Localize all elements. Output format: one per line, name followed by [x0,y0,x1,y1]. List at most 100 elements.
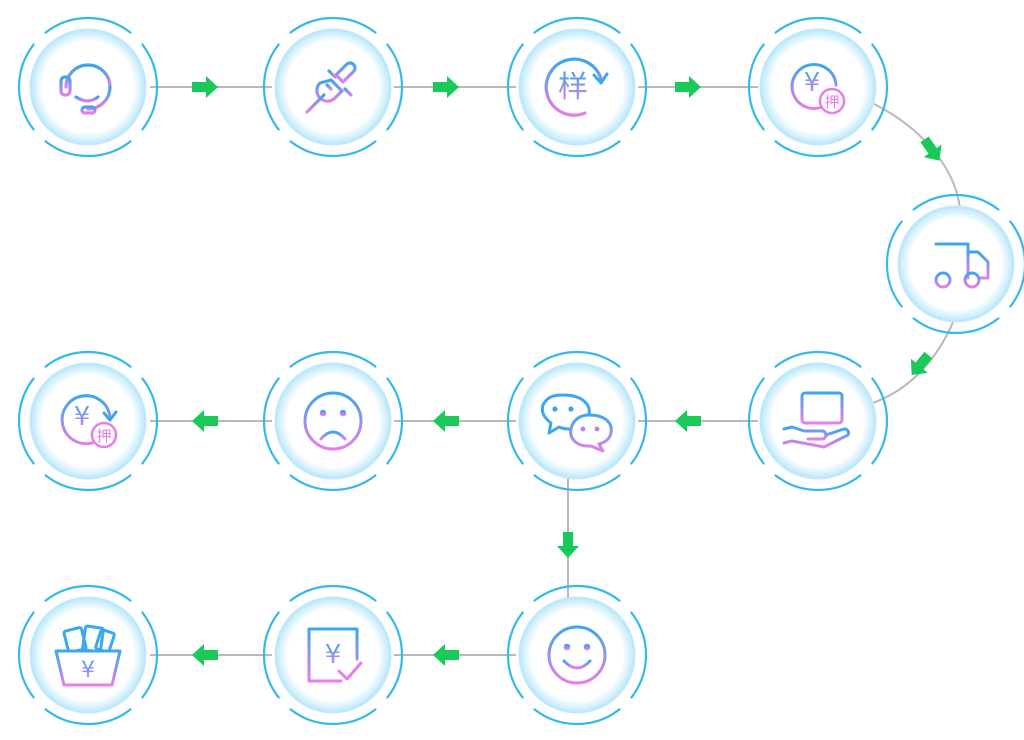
ring-arc-bottom [44,708,132,726]
node-circle [897,205,1015,323]
node-circle [759,362,877,480]
ring-arc-bottom [289,140,377,158]
node-ring [747,350,889,492]
ring-arc-top [912,193,1000,211]
ring-arc-top [774,350,862,368]
ring-arc-bottom [912,317,1000,335]
bill-check-icon: ¥ [307,627,363,683]
ring-arc-right [630,377,648,465]
chat-icon [540,393,613,453]
ring-arc-right [630,611,648,699]
deposit-glyph: 押 [96,427,111,445]
node-ring [262,584,404,726]
ring-arc-bottom [533,708,621,726]
ring-arc-left [262,611,280,699]
ring-arc-right [1009,220,1024,308]
arrow-right [433,76,459,98]
arrow-left [192,644,218,666]
ring-arc-top [44,350,132,368]
ring-arc-left [506,377,524,465]
ring-arc-top [44,16,132,34]
connector-curve [867,100,961,209]
arrow-down-right [920,136,942,161]
sad-face-icon [303,391,363,451]
node-circle [274,362,392,480]
truck-icon [918,242,990,289]
ring-arc-right [386,611,404,699]
node-ring [262,350,404,492]
ring-arc-right [871,43,889,131]
headset-icon [59,63,112,115]
ring-arc-right [386,43,404,131]
ring-arc-bottom [533,474,621,492]
currency-glyph: ¥ [81,658,95,683]
ring-arc-top [533,584,621,602]
ring-arc-right [141,43,159,131]
arrow-left [675,410,701,432]
ring-arc-bottom [774,140,862,158]
arrow-left [433,410,459,432]
arrow-left [433,644,459,666]
arrow-left [192,410,218,432]
step-node-payment-confirm: ¥ [262,584,404,726]
hand-package-icon [782,391,851,449]
step-node-plug-in [262,16,404,158]
basket-icon: ¥ [54,624,122,687]
node-circle [518,28,636,146]
ring-arc-right [141,611,159,699]
step-node-deposit: ¥ 押 [747,16,889,158]
ring-arc-right [630,43,648,131]
node-circle [274,596,392,714]
node-circle [29,362,147,480]
ring-arc-bottom [774,474,862,492]
sample-icon: 样 [544,57,609,117]
flow-arrows [192,76,942,666]
currency-glyph: ¥ [325,640,342,670]
ring-arc-bottom [289,474,377,492]
step-node-receive-package [747,350,889,492]
deposit-glyph: 押 [824,93,839,111]
node-ring [747,16,889,158]
ring-arc-top [289,16,377,34]
ring-arc-bottom [44,140,132,158]
arrow-right [192,76,218,98]
ring-arc-top [533,16,621,34]
step-node-purchase: ¥ [17,584,159,726]
node-circle [29,28,147,146]
node-circle [759,28,877,146]
step-node-chat-feedback [506,350,648,492]
step-node-satisfied [506,584,648,726]
node-ring [17,350,159,492]
node-ring [885,193,1024,335]
ring-arc-right [871,377,889,465]
plug-icon [305,61,357,114]
sample-glyph: 样 [558,70,588,105]
smile-face-icon [547,625,607,685]
ring-arc-top [289,350,377,368]
step-node-sample: 样 [506,16,648,158]
ring-arc-left [262,377,280,465]
ring-arc-bottom [533,140,621,158]
ring-arc-left [17,43,35,131]
node-ring [506,16,648,158]
step-node-deposit-refund: ¥ 押 [17,350,159,492]
node-ring [17,16,159,158]
ring-arc-top [774,16,862,34]
ring-arc-left [17,377,35,465]
ring-arc-top [44,584,132,602]
ring-arc-left [17,611,35,699]
node-ring [262,16,404,158]
ring-arc-top [289,584,377,602]
node-circle [518,596,636,714]
arrow-right [675,76,701,98]
deposit-icon: ¥ 押 [790,63,846,115]
currency-glyph: ¥ [74,402,91,432]
arrow-down-left [910,351,933,375]
step-node-customer-service [17,16,159,158]
currency-glyph: ¥ [804,68,821,98]
ring-arc-bottom [44,474,132,492]
ring-arc-left [747,377,765,465]
ring-arc-left [262,43,280,131]
ring-arc-left [506,611,524,699]
ring-arc-right [141,377,159,465]
